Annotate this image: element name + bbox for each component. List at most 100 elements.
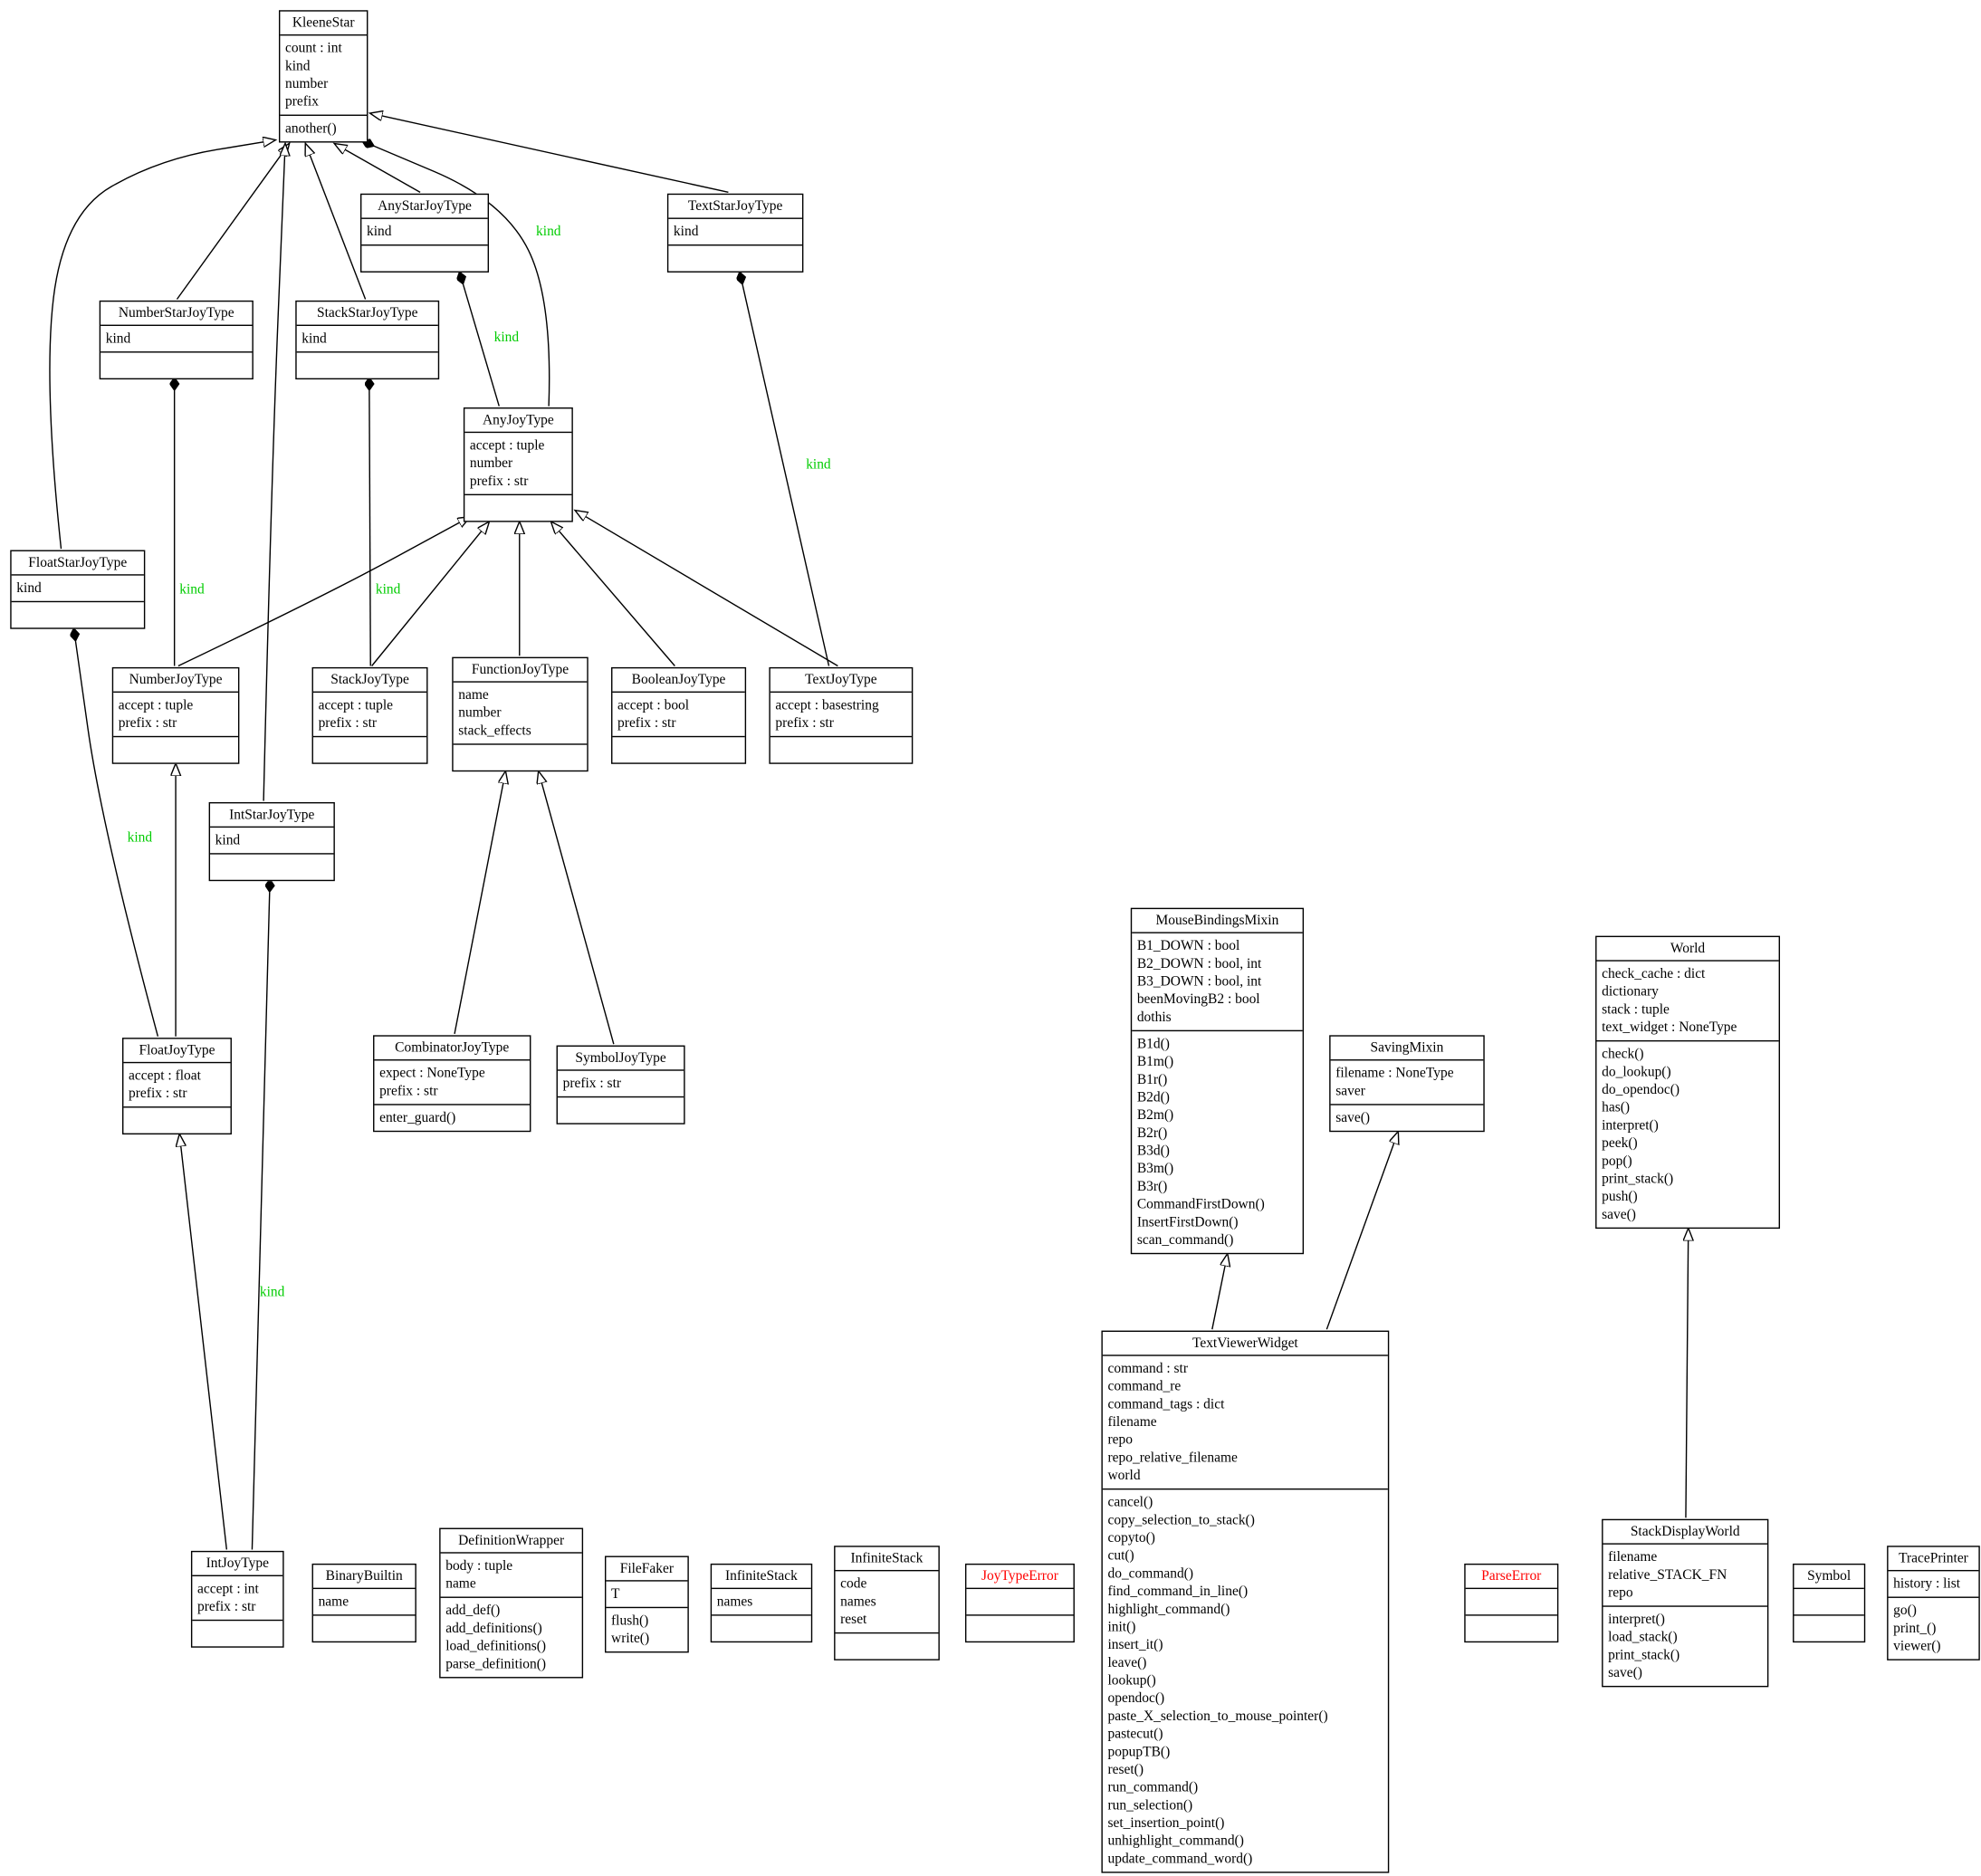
method: interpret() [1608, 1612, 1665, 1628]
attribute: repo_relative_filename [1107, 1450, 1238, 1466]
method: B2d() [1136, 1089, 1170, 1106]
attribute: dothis [1136, 1010, 1172, 1026]
attrs-compartment: T [606, 1580, 688, 1607]
edge-label-kind: kind [494, 330, 520, 345]
methods-compartment: flush()write() [606, 1606, 688, 1651]
inheritance-edge-TextViewerWidget-to-MouseBindingsMixin [1211, 1254, 1228, 1330]
class-title: World [1670, 941, 1706, 957]
attrs-compartment [1465, 1587, 1557, 1615]
attribute: prefix : str [196, 1599, 256, 1615]
method: B3d() [1136, 1143, 1170, 1159]
method: another() [285, 120, 337, 137]
attribute: prefix : str [379, 1083, 438, 1099]
methods-compartment: add_def()add_definitions()load_definitio… [440, 1596, 582, 1678]
method: scan_command() [1136, 1232, 1234, 1249]
methods-compartment [966, 1614, 1074, 1642]
method: insert_it() [1107, 1637, 1163, 1653]
attribute: kind [16, 580, 42, 597]
attrs-compartment: name [312, 1587, 416, 1615]
class-title: StackJoyType [330, 672, 409, 688]
attribute: saver [1335, 1083, 1365, 1099]
attribute: accept : float [129, 1067, 201, 1084]
class-title: NumberJoyType [129, 672, 223, 688]
class-title: TracePrinter [1899, 1550, 1968, 1566]
class-title: BooleanJoyType [631, 672, 726, 688]
method: B1d() [1136, 1036, 1170, 1052]
method: do_command() [1107, 1565, 1193, 1582]
class-title: BinaryBuiltin [325, 1568, 403, 1584]
attribute: accept : tuple [318, 697, 394, 713]
method: leave() [1107, 1655, 1147, 1671]
attribute: command : str [1107, 1361, 1188, 1377]
attribute: check_cache : dict [1602, 966, 1706, 982]
attribute: history : list [1893, 1575, 1961, 1592]
method: viewer() [1893, 1638, 1941, 1654]
methods-compartment [770, 735, 912, 763]
method: go() [1893, 1603, 1917, 1619]
method: B2m() [1136, 1107, 1174, 1124]
method: opendoc() [1107, 1690, 1165, 1707]
method: B2r() [1136, 1125, 1168, 1142]
class-title: AnyJoyType [482, 412, 554, 428]
attrs-compartment: prefix : str [557, 1069, 684, 1096]
inheritance-edge-CombinatorJoyType-to-FunctionJoyType [454, 771, 505, 1035]
class-BinaryBuiltin: BinaryBuiltin name [311, 1563, 416, 1643]
class-title: IntStarJoyType [229, 807, 315, 823]
class-title: IntJoyType [206, 1555, 269, 1572]
methods-compartment: save() [1330, 1104, 1484, 1131]
methods-compartment [1794, 1614, 1864, 1642]
attribute: code [840, 1575, 867, 1592]
association-edge-AnyJoyType-to-AnyStarJoyType [460, 273, 500, 407]
method: unhighlight_command() [1107, 1833, 1244, 1849]
attribute: kind [285, 58, 311, 74]
method: save() [1608, 1665, 1642, 1681]
methods-compartment: another() [280, 114, 368, 142]
class-title: JoyTypeError [981, 1568, 1058, 1584]
attribute: T [611, 1586, 620, 1603]
attrs-compartment: kind [361, 217, 488, 244]
methods-compartment: go()print_()viewer() [1888, 1596, 1979, 1660]
method: B3r() [1136, 1179, 1168, 1195]
attribute: name [458, 687, 489, 704]
attribute: repo [1608, 1584, 1633, 1601]
class-title: FloatStarJoyType [28, 555, 128, 571]
methods-compartment [296, 351, 438, 378]
methods-compartment [835, 1632, 939, 1660]
attribute: expect : NoneType [379, 1066, 485, 1081]
method: save() [1602, 1207, 1636, 1223]
attribute: repo [1107, 1432, 1133, 1448]
attribute: command_re [1107, 1379, 1182, 1394]
method: run_command() [1107, 1780, 1199, 1795]
methods-compartment [361, 244, 488, 272]
attribute: command_tags : dict [1107, 1396, 1225, 1412]
association-edge-TextJoyType-to-TextStarJoyType [740, 273, 830, 666]
method: load_stack() [1608, 1630, 1678, 1645]
class-title: FunctionJoyType [471, 662, 569, 678]
attribute: stack : tuple [1602, 1001, 1670, 1018]
inheritance-edge-FloatStarJoyType-to-KleeneStar [49, 140, 275, 550]
methods-compartment [210, 853, 334, 880]
attribute: prefix : str [118, 715, 177, 732]
